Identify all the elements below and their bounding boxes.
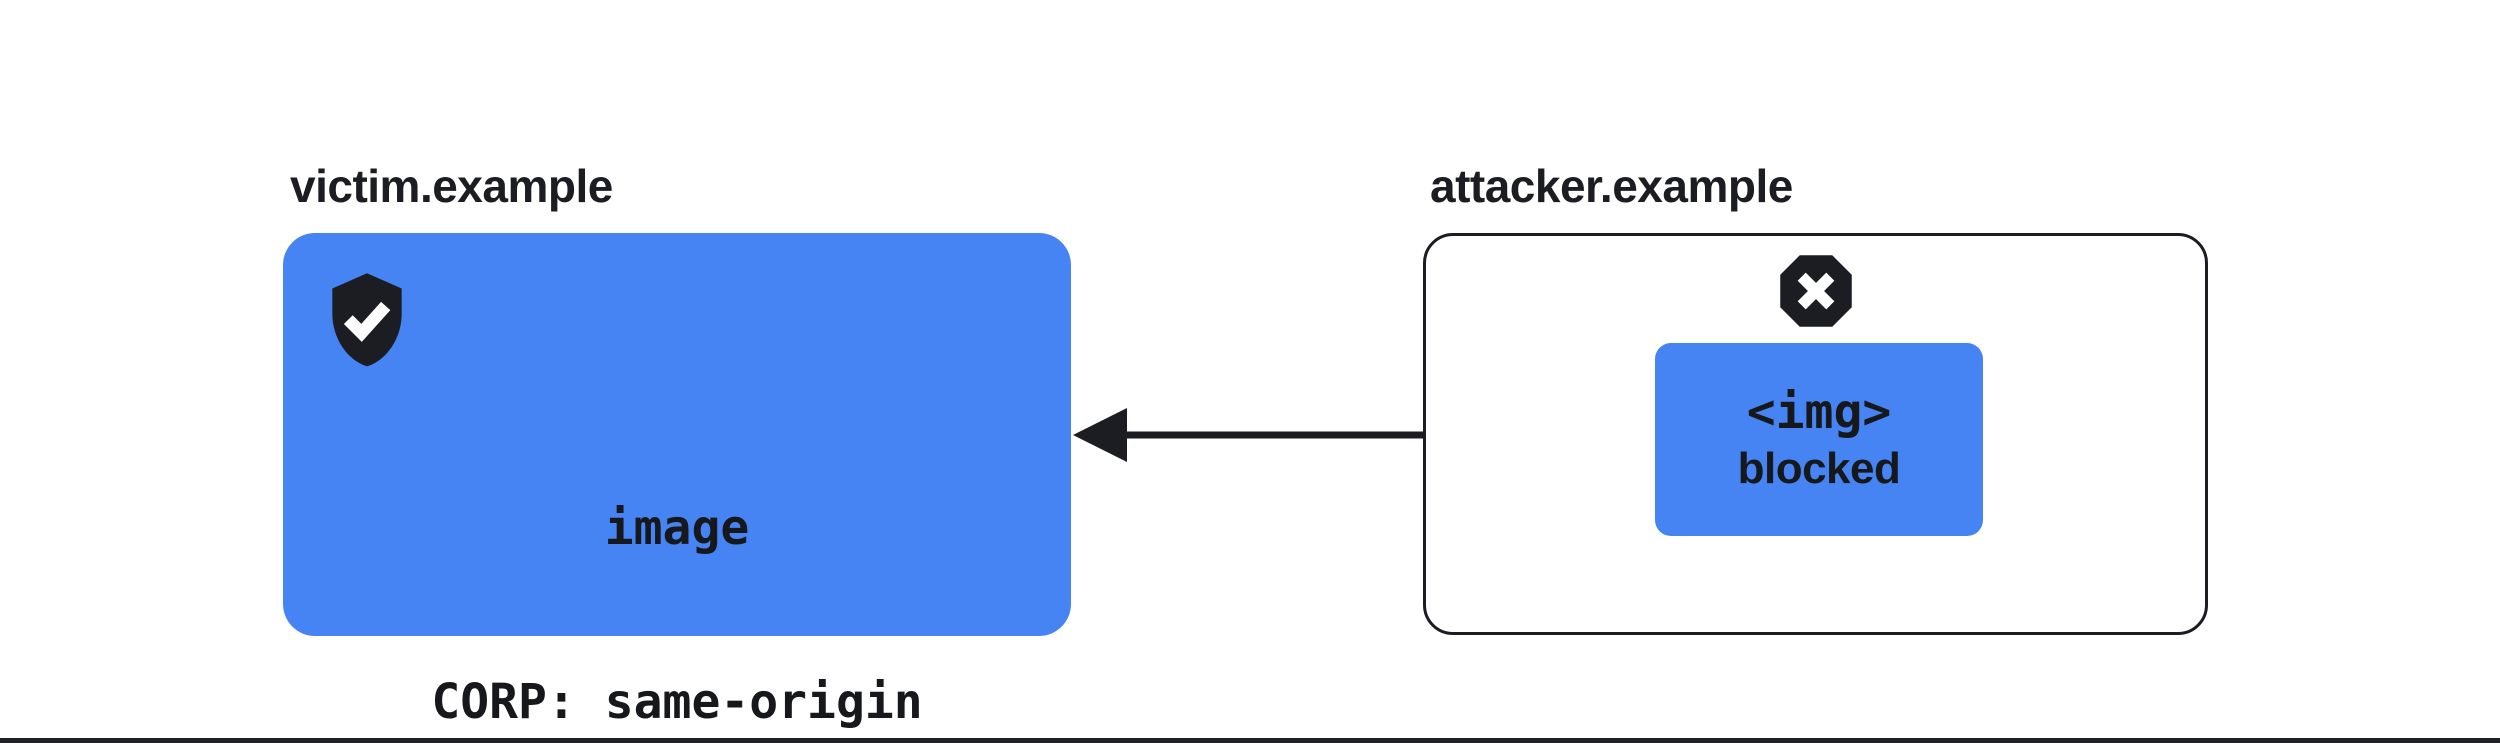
img-tag-label: <img> (1746, 383, 1892, 440)
victim-resource-line: image (604, 500, 750, 556)
victim-policy-line: CORP: same-origin (431, 674, 923, 730)
blocked-img-chip: <img> blocked (1655, 343, 1983, 536)
victim-card-text: image CORP: same-origin (283, 383, 1071, 743)
blocked-label: blocked (1737, 443, 1901, 493)
shield-check-icon (332, 273, 402, 367)
attacker-domain-label: attacker.example (1430, 160, 1793, 212)
blocked-octagon-icon (1779, 255, 1852, 327)
victim-domain-label: victim.example (290, 160, 613, 212)
bottom-divider (0, 738, 2500, 743)
attacker-card: <img> blocked (1423, 233, 2208, 635)
victim-card: image CORP: same-origin (283, 233, 1071, 730)
